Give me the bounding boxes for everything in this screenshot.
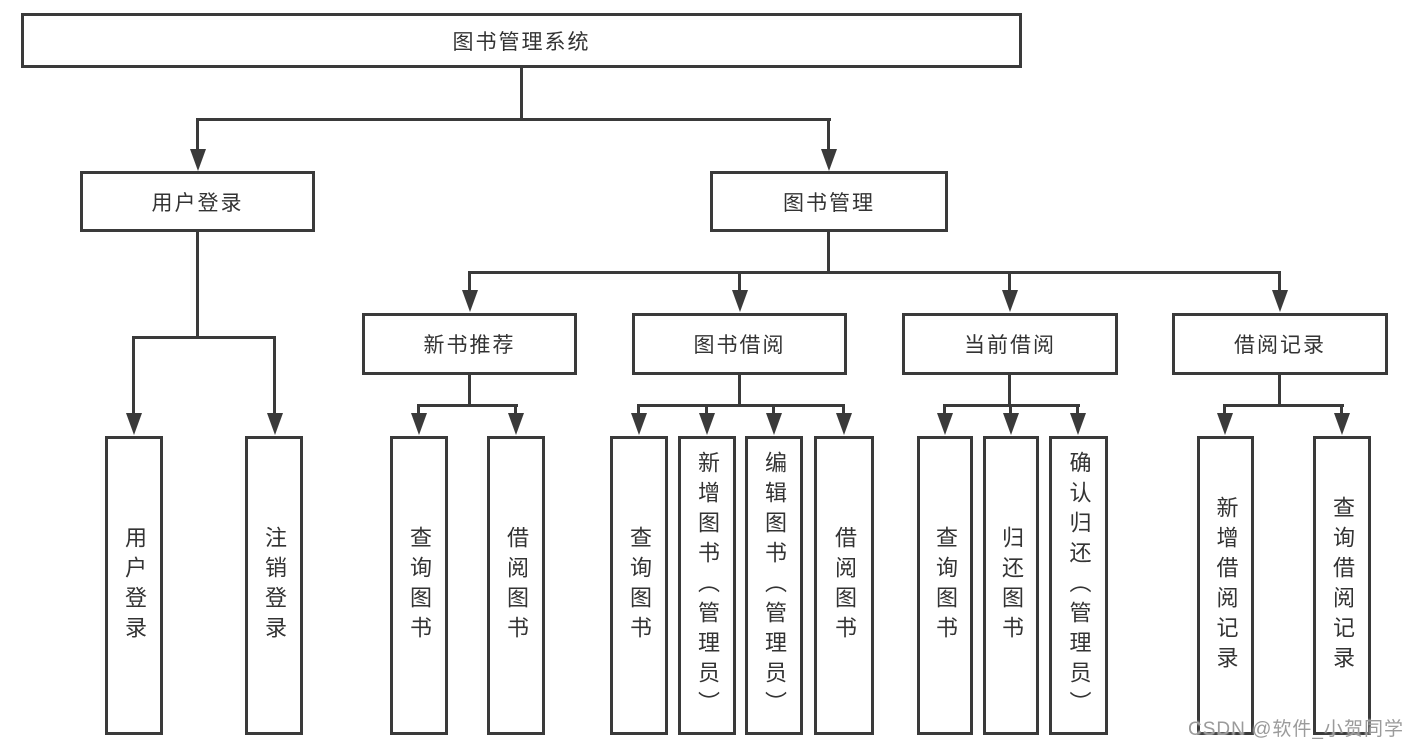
connector-line <box>943 404 1080 407</box>
node-label: 图书管理系统 <box>452 30 591 54</box>
leaf-label: 借阅图书 <box>832 525 857 646</box>
connector-line <box>827 232 830 274</box>
connector-line <box>468 273 471 292</box>
node-borrowing-records: 借阅记录 <box>1172 313 1388 375</box>
connector-line <box>468 271 1281 274</box>
arrow-down-icon <box>411 413 427 435</box>
leaf-label: 查询图书 <box>407 525 432 646</box>
leaf-user-login: 用户登录 <box>105 436 163 735</box>
leaf-label: 借阅图书 <box>504 525 529 646</box>
node-label: 图书管理 <box>783 191 875 215</box>
leaf-query-books-current: 查询图书 <box>917 436 973 735</box>
csdn-watermark: CSDN @软件_小贺同学 <box>1188 719 1404 740</box>
arrow-down-icon <box>1272 290 1288 312</box>
node-library-management-system: 图书管理系统 <box>21 13 1022 68</box>
leaf-confirm-return-admin: 确认归还（管理员） <box>1049 436 1108 735</box>
connector-line <box>637 406 640 415</box>
connector-line <box>417 404 518 407</box>
arrow-down-icon <box>1334 413 1350 435</box>
connector-line <box>842 406 845 415</box>
connector-line <box>196 232 199 339</box>
leaf-add-borrow-record: 新增借阅记录 <box>1197 436 1254 735</box>
connector-line <box>705 406 708 415</box>
connector-line <box>468 375 471 407</box>
connector-line <box>514 406 517 415</box>
leaf-query-books-recommend: 查询图书 <box>390 436 448 735</box>
connector-line <box>1009 406 1012 415</box>
leaf-label: 查询图书 <box>627 525 652 646</box>
arrow-down-icon <box>190 149 206 171</box>
leaf-borrow-books-recommend: 借阅图书 <box>487 436 545 735</box>
node-label: 当前借阅 <box>964 334 1056 357</box>
leaf-label: 查询借阅记录 <box>1330 495 1355 676</box>
connector-line <box>1223 404 1344 407</box>
connector-line <box>196 120 199 150</box>
arrow-down-icon <box>126 413 142 435</box>
leaf-label: 用户登录 <box>122 525 147 646</box>
connector-line <box>1008 273 1011 292</box>
arrow-down-icon <box>836 413 852 435</box>
arrow-down-icon <box>267 413 283 435</box>
arrow-down-icon <box>937 413 953 435</box>
arrow-down-icon <box>631 413 647 435</box>
leaf-add-books-admin: 新增图书（管理员） <box>678 436 736 735</box>
leaf-borrow-books: 借阅图书 <box>814 436 874 735</box>
arrow-down-icon <box>699 413 715 435</box>
connector-line <box>1076 406 1079 415</box>
node-book-borrowing: 图书借阅 <box>632 313 847 375</box>
connector-line <box>132 338 135 414</box>
node-label: 借阅记录 <box>1234 334 1326 357</box>
connector-line <box>738 375 741 407</box>
leaf-edit-books-admin: 编辑图书（管理员） <box>745 436 803 735</box>
connector-line <box>196 118 831 121</box>
connector-line <box>943 406 946 415</box>
arrow-down-icon <box>732 290 748 312</box>
leaf-label: 新增图书（管理员） <box>695 450 720 721</box>
connector-line <box>1340 406 1343 415</box>
arrow-down-icon <box>508 413 524 435</box>
connector-line <box>273 338 276 414</box>
node-label: 新书推荐 <box>423 334 516 357</box>
arrow-down-icon <box>1217 413 1233 435</box>
node-label: 图书借阅 <box>693 334 786 357</box>
leaf-label: 编辑图书（管理员） <box>762 450 787 721</box>
arrow-down-icon <box>766 413 782 435</box>
connector-line <box>637 404 845 407</box>
node-label: 用户登录 <box>151 191 244 215</box>
connector-line <box>1278 273 1281 292</box>
connector-line <box>520 68 523 120</box>
arrow-down-icon <box>1070 413 1086 435</box>
arrow-down-icon <box>1002 290 1018 312</box>
leaf-label: 注销登录 <box>262 525 287 646</box>
node-book-management: 图书管理 <box>710 171 948 232</box>
connector-line <box>738 273 741 292</box>
node-new-book-recommendation: 新书推荐 <box>362 313 577 375</box>
connector-line <box>132 336 276 339</box>
arrow-down-icon <box>462 290 478 312</box>
leaf-label: 归还图书 <box>999 525 1024 646</box>
connector-line <box>1278 375 1281 407</box>
connector-line <box>772 406 775 415</box>
connector-line <box>1008 375 1011 407</box>
arrow-down-icon <box>1003 413 1019 435</box>
arrow-down-icon <box>821 149 837 171</box>
node-current-borrowing: 当前借阅 <box>902 313 1118 375</box>
leaf-label: 查询图书 <box>933 525 958 646</box>
leaf-label: 确认归还（管理员） <box>1066 450 1092 721</box>
leaf-return-books: 归还图书 <box>983 436 1039 735</box>
leaf-query-books-borrowing: 查询图书 <box>610 436 668 735</box>
leaf-query-borrow-record: 查询借阅记录 <box>1313 436 1371 735</box>
leaf-logout: 注销登录 <box>245 436 303 735</box>
connector-line <box>827 120 830 150</box>
connector-line <box>1223 406 1226 415</box>
node-user-login: 用户登录 <box>80 171 315 232</box>
leaf-label: 新增借阅记录 <box>1213 495 1239 676</box>
connector-line <box>417 406 420 415</box>
